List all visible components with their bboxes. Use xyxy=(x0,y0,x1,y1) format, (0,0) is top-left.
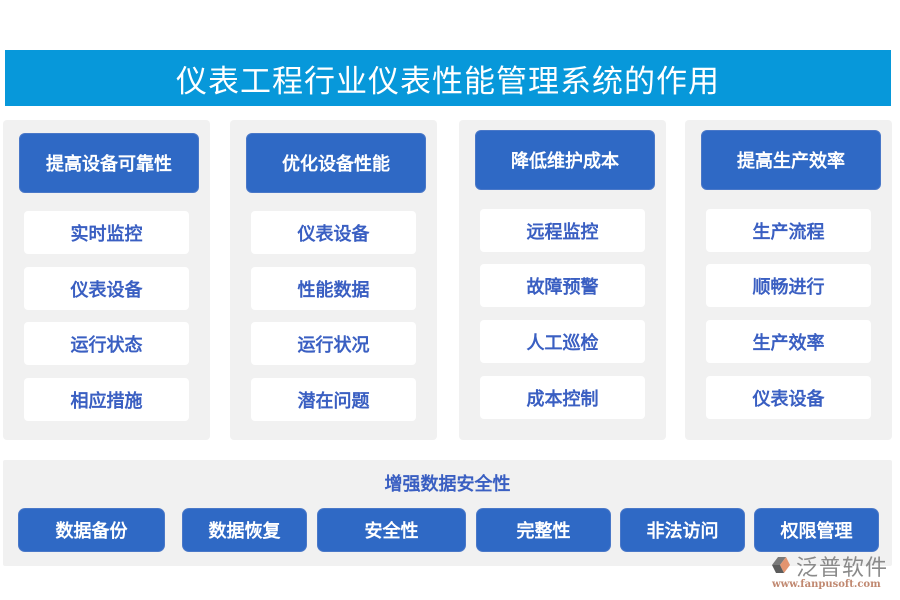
fanpu-logo-icon xyxy=(772,557,790,573)
list-item: 仪表设备 xyxy=(24,267,189,310)
list-item: 运行状况 xyxy=(251,322,416,365)
section-label: 增强数据安全性 xyxy=(384,474,511,495)
brand-url: www.fanpusoft.com xyxy=(772,579,881,590)
list-item: 成本控制 xyxy=(480,376,645,419)
list-item: 故障预警 xyxy=(480,264,645,307)
box-data-backup: 数据备份 xyxy=(18,508,165,552)
list-item: 远程监控 xyxy=(480,209,645,252)
panel-header: 优化设备性能 xyxy=(246,133,426,193)
list-item: 相应措施 xyxy=(24,378,189,421)
box-integrity: 完整性 xyxy=(476,508,611,552)
list-item: 仪表设备 xyxy=(706,376,871,419)
page-title: 仪表工程行业仪表性能管理系统的作用 xyxy=(176,63,720,100)
list-item: 生产流程 xyxy=(706,209,871,252)
panel-header: 降低维护成本 xyxy=(475,130,655,190)
panel-header: 提高生产效率 xyxy=(701,130,881,190)
panel-reduce-maintenance-cost: 降低维护成本 远程监控 故障预警 人工巡检 成本控制 xyxy=(459,120,666,440)
panel-improve-reliability: 提高设备可靠性 实时监控 仪表设备 运行状态 相应措施 xyxy=(3,120,210,440)
list-item: 仪表设备 xyxy=(251,211,416,254)
box-illegal-access: 非法访问 xyxy=(620,508,745,552)
panel-improve-production-efficiency: 提高生产效率 生产流程 顺畅进行 生产效率 仪表设备 xyxy=(685,120,892,440)
brand-name: 泛普软件 xyxy=(796,556,889,581)
list-item: 潜在问题 xyxy=(251,378,416,421)
panel-header: 提高设备可靠性 xyxy=(19,133,199,193)
box-data-recovery: 数据恢复 xyxy=(182,508,307,552)
panel-optimize-performance: 优化设备性能 仪表设备 性能数据 运行状况 潜在问题 xyxy=(230,120,437,440)
title-bar: 仪表工程行业仪表性能管理系统的作用 xyxy=(5,50,891,106)
box-security: 安全性 xyxy=(317,508,466,552)
list-item: 生产效率 xyxy=(706,320,871,363)
list-item: 运行状态 xyxy=(24,322,189,365)
list-item: 性能数据 xyxy=(251,267,416,310)
box-permission-management: 权限管理 xyxy=(754,508,879,552)
list-item: 人工巡检 xyxy=(480,320,645,363)
list-item: 实时监控 xyxy=(24,211,189,254)
brand-logo: 泛普软件 www.fanpusoft.com xyxy=(770,552,895,594)
list-item: 顺畅进行 xyxy=(706,264,871,307)
